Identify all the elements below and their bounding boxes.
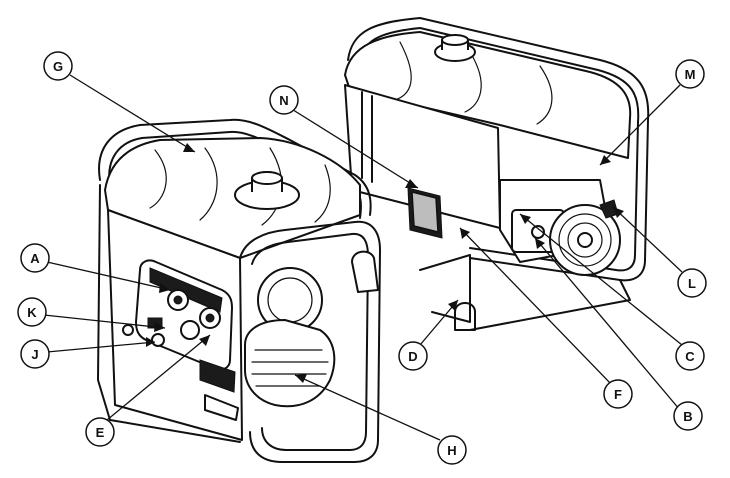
callout-c: C bbox=[675, 341, 705, 371]
callout-a: A bbox=[20, 243, 50, 273]
callout-k: K bbox=[17, 297, 47, 327]
callout-h-label: H bbox=[447, 443, 456, 458]
callout-m-label: M bbox=[685, 67, 696, 82]
callout-f: F bbox=[603, 379, 633, 409]
callout-k-label: K bbox=[27, 305, 37, 320]
leader-m bbox=[599, 84, 681, 166]
leader-k bbox=[43, 314, 166, 329]
leader-g bbox=[69, 74, 196, 153]
callout-g: G bbox=[43, 51, 73, 81]
leader-a bbox=[46, 261, 171, 291]
callout-b: B bbox=[673, 401, 703, 431]
callout-d: D bbox=[398, 341, 428, 371]
leader-n bbox=[289, 107, 419, 189]
leader-j bbox=[46, 341, 156, 353]
callout-j: J bbox=[20, 339, 50, 369]
leader-c bbox=[519, 213, 683, 346]
callout-g-label: G bbox=[53, 59, 63, 74]
front-generator-illustration bbox=[97, 118, 381, 463]
callout-bubbles: A B C D E F G H bbox=[17, 51, 707, 465]
callout-a-label: A bbox=[30, 251, 40, 266]
callout-m: M bbox=[675, 59, 705, 89]
callout-b-label: B bbox=[683, 409, 692, 424]
callout-n: N bbox=[269, 85, 299, 115]
leader-lines bbox=[43, 74, 683, 441]
leader-f bbox=[459, 227, 613, 386]
callout-f-label: F bbox=[614, 387, 622, 402]
leader-l bbox=[612, 206, 683, 273]
callout-j-label: J bbox=[31, 347, 38, 362]
callout-l: L bbox=[677, 268, 707, 298]
rear-generator-illustration bbox=[344, 17, 650, 331]
callout-n-label: N bbox=[279, 93, 288, 108]
callout-h: H bbox=[437, 435, 467, 465]
callout-d-label: D bbox=[408, 349, 417, 364]
leader-b bbox=[534, 237, 681, 411]
callout-e-label: E bbox=[96, 425, 105, 440]
leader-h bbox=[294, 374, 441, 441]
leader-e bbox=[106, 334, 211, 421]
callout-c-label: C bbox=[685, 349, 695, 364]
callout-e: E bbox=[85, 417, 115, 447]
callout-l-label: L bbox=[688, 276, 696, 291]
